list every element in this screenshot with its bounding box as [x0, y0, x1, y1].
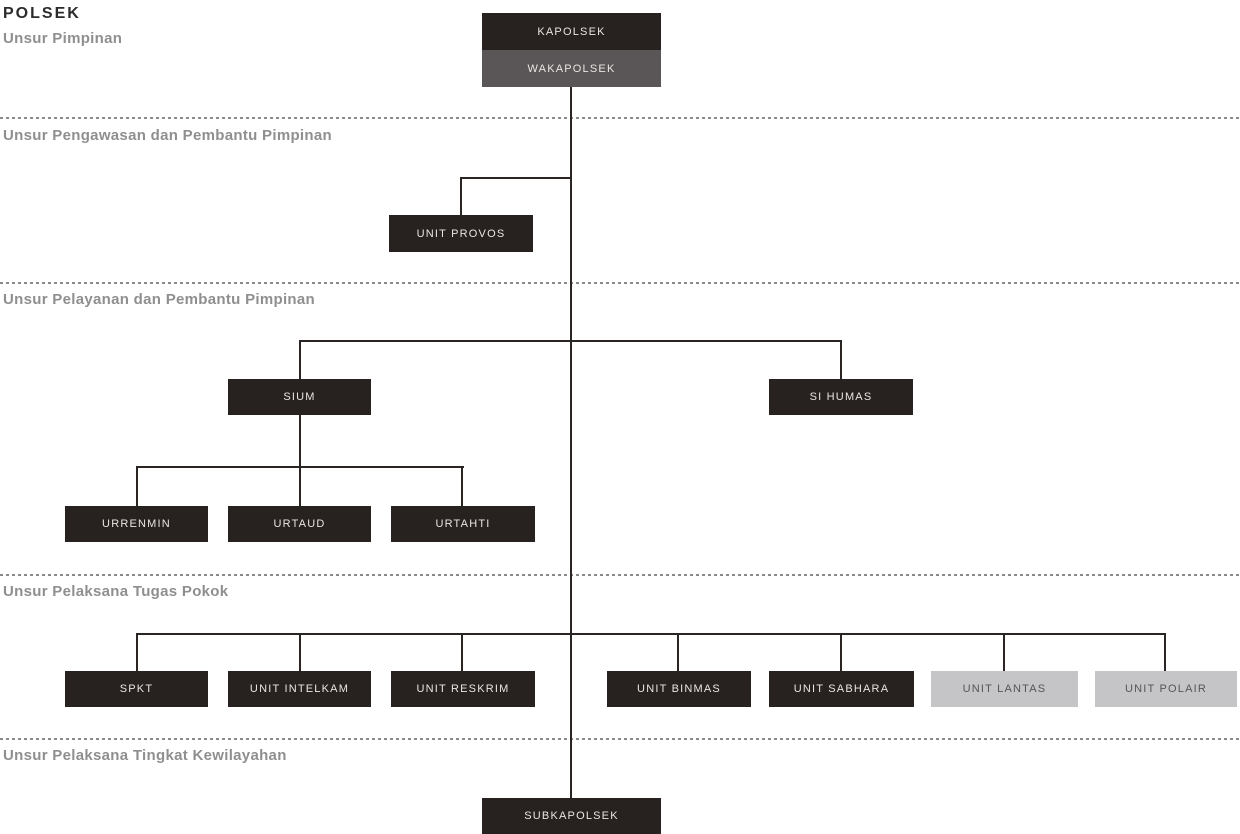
org-node-unit-intelkam: UNIT INTELKAM [228, 671, 371, 707]
section-divider [0, 574, 1240, 576]
section-divider [0, 117, 1240, 119]
org-node-unit-reskrim: UNIT RESKRIM [391, 671, 535, 707]
connector-sium-stem [299, 415, 301, 467]
org-node-unit-lantas: UNIT LANTAS [931, 671, 1078, 707]
section-heading-pengawasan: Unsur Pengawasan dan Pembantu Pimpinan [3, 127, 332, 144]
org-node-kapolsek: KAPOLSEK [482, 13, 661, 50]
org-node-unit-binmas: UNIT BINMAS [607, 671, 751, 707]
org-node-urrenmin: URRENMIN [65, 506, 208, 542]
connector-urrenmin-v [136, 466, 138, 506]
connector-spkt-v [136, 633, 138, 671]
connector-provos-h [460, 177, 572, 179]
org-node-urtaud: URTAUD [228, 506, 371, 542]
org-node-sium: SIUM [228, 379, 371, 415]
connector-binmas-v [677, 633, 679, 671]
connector-reskrim-v [461, 633, 463, 671]
org-node-subkapolsek: SUBKAPOLSEK [482, 798, 661, 834]
section-heading-pelaksana-tugas: Unsur Pelaksana Tugas Pokok [3, 583, 229, 600]
connector-main-vertical [570, 87, 572, 798]
section-heading-pimpinan: Unsur Pimpinan [3, 30, 123, 47]
connector-urtahti-v [461, 466, 463, 506]
org-node-si-humas: SI HUMAS [769, 379, 913, 415]
section-heading-pelayanan: Unsur Pelayanan dan Pembantu Pimpinan [3, 291, 316, 308]
section-divider [0, 738, 1240, 740]
org-node-unit-provos: UNIT PROVOS [389, 215, 533, 252]
org-node-urtahti: URTAHTI [391, 506, 535, 542]
section-divider [0, 282, 1240, 284]
connector-row4-h [136, 633, 1166, 635]
connector-intelkam-v [299, 633, 301, 671]
connector-sabhara-v [840, 633, 842, 671]
connector-provos-v [460, 177, 462, 215]
org-node-unit-sabhara: UNIT SABHARA [769, 671, 914, 707]
page-title: POLSEK [3, 5, 81, 22]
connector-lantas-v [1003, 633, 1005, 671]
org-node-spkt: SPKT [65, 671, 208, 707]
connector-row3-h [299, 340, 842, 342]
connector-sium-v [299, 340, 301, 379]
org-node-wakapolsek: WAKAPOLSEK [482, 50, 661, 87]
connector-sihumas-v [840, 340, 842, 379]
section-heading-kewilayahan: Unsur Pelaksana Tingkat Kewilayahan [3, 747, 287, 764]
connector-urtaud-v [299, 466, 301, 506]
connector-polair-v [1164, 633, 1166, 671]
org-node-unit-polair: UNIT POLAIR [1095, 671, 1237, 707]
